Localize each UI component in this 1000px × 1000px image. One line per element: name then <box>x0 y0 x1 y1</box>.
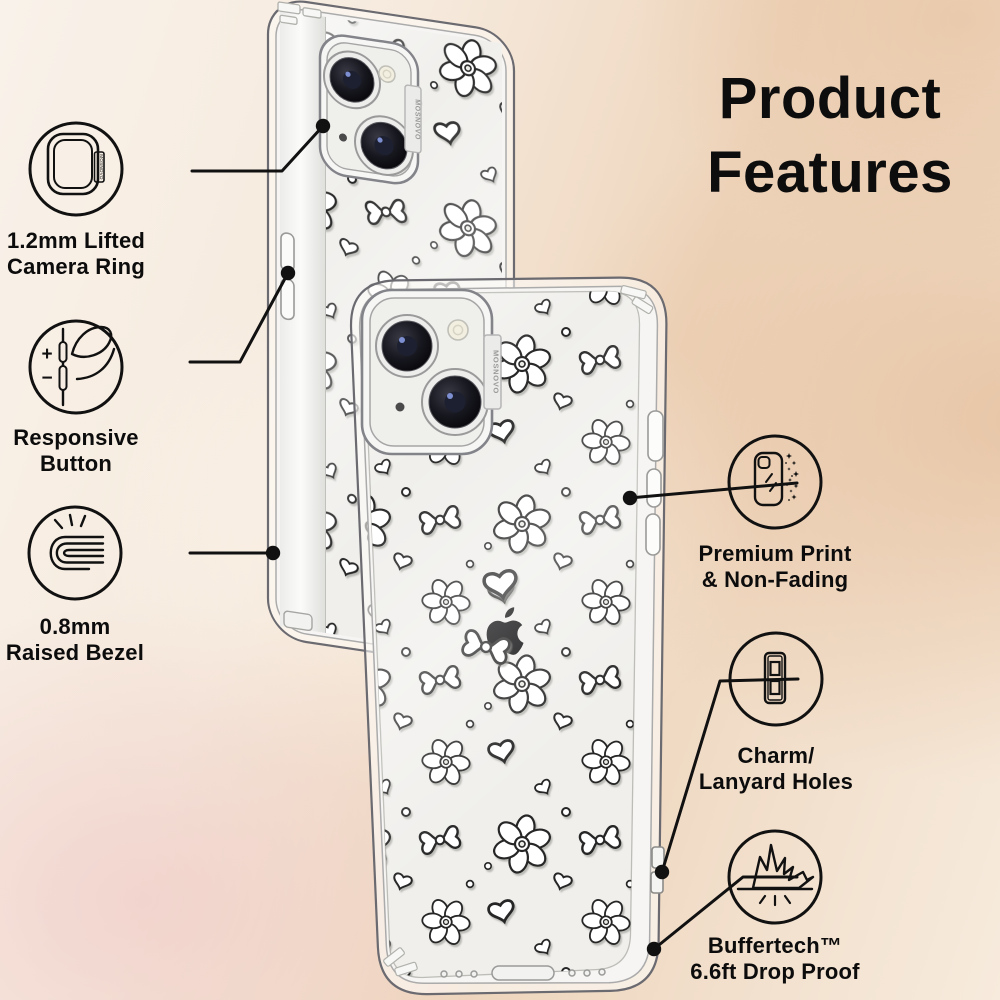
drop-proof-icon <box>727 829 823 925</box>
side-buttons <box>645 410 664 556</box>
callout-line-camera-ring <box>190 124 325 173</box>
feature-label: Premium Print& Non-Fading <box>698 541 852 593</box>
charging-port <box>440 965 606 981</box>
responsive-button-icon: + − <box>28 319 124 415</box>
page-title: Product Features <box>655 62 1000 210</box>
feature-charm-lanyard-holes: Charm/Lanyard Holes <box>656 629 896 796</box>
minus-glyph: − <box>41 368 52 389</box>
lens <box>323 50 381 110</box>
sparkles <box>785 453 799 501</box>
feature-label: Charm/Lanyard Holes <box>698 743 854 795</box>
premium-print-icon <box>727 434 823 530</box>
callout-dot-responsive-button <box>280 265 296 281</box>
callout-line-drop-proof <box>652 875 799 951</box>
camera-module-center: MOSNOVO <box>360 288 502 456</box>
raised-bezel-icon <box>27 505 123 601</box>
callout-dot-camera-ring <box>315 118 331 134</box>
brand-tab <box>404 84 422 154</box>
brand-text: MOSNOVO <box>414 99 421 141</box>
callout-dot-raised-bezel <box>265 545 281 561</box>
feature-premium-print: Premium Print& Non-Fading <box>655 432 895 594</box>
flash <box>447 319 469 341</box>
mic-dot <box>339 133 347 142</box>
mic-dot <box>395 402 405 412</box>
brand-text: MOSNOVO <box>492 350 501 394</box>
lens <box>421 368 489 436</box>
brand-text: MOSNOVO <box>99 154 104 180</box>
camera-ring-icon: MOSNOVO <box>28 121 124 217</box>
callout-dot-drop-proof <box>646 941 662 957</box>
brand-tab <box>483 334 502 410</box>
callout-line-charm-holes <box>660 677 800 874</box>
camera-module-top: MOSNOVO <box>318 34 422 185</box>
flash <box>378 65 396 83</box>
callout-dot-premium-print <box>622 490 638 506</box>
lens <box>354 115 414 176</box>
plus-glyph: + <box>41 344 52 365</box>
corner-bumper <box>277 1 322 26</box>
callout-dot-charm-holes <box>654 864 670 880</box>
corner-bumper <box>383 285 654 977</box>
title-line-1: Product <box>718 66 942 131</box>
charm-lanyard-icon <box>728 631 824 727</box>
callout-line-responsive-button <box>188 271 290 364</box>
phone-case-center: MOSNOVO <box>349 276 668 996</box>
callout-line-premium-print <box>628 481 799 500</box>
title-line-2: Features <box>707 140 953 206</box>
lens <box>375 314 439 378</box>
volume-buttons <box>280 232 295 321</box>
